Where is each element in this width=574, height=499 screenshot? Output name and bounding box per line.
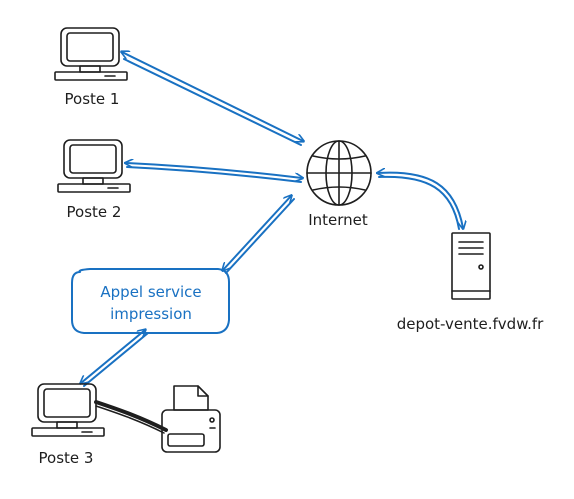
poste1-label: Poste 1 — [65, 90, 120, 108]
printer-icon — [161, 385, 221, 453]
service-label-line2: impression — [110, 305, 192, 323]
arrow-poste1-internet-2 — [123, 58, 302, 146]
arrow-poste2-internet-2 — [126, 166, 302, 183]
computer-icon — [31, 383, 105, 437]
arrow-service-internet — [223, 196, 291, 270]
arrow-service-internet-2 — [225, 198, 295, 274]
service-label-line1: Appel service — [100, 283, 201, 301]
arrow-poste3-service-2 — [83, 332, 149, 387]
printer-cable — [94, 400, 168, 432]
poste2-node: Poste 2 — [57, 139, 131, 221]
poste1-node: Poste 1 — [54, 27, 128, 108]
arrow-poste2-internet — [126, 163, 302, 178]
server-label: depot-vente.fvdw.fr — [397, 315, 544, 333]
arrow-internet-server — [378, 173, 463, 228]
service-box-border — [71, 268, 230, 334]
arrow-internet-server-2 — [378, 175, 460, 230]
computer-icon — [54, 27, 128, 81]
arrow-poste3-service — [81, 330, 145, 383]
poste2-label: Poste 2 — [67, 203, 122, 221]
printer-cable-2 — [95, 405, 165, 434]
arrow-poste1-internet — [122, 52, 303, 141]
internet-node: Internet — [306, 140, 372, 229]
poste3-node: Poste 3 — [31, 383, 105, 467]
computer-icon — [57, 139, 131, 193]
globe-icon — [306, 140, 372, 206]
server-node: depot-vente.fvdw.fr — [397, 232, 544, 333]
internet-label: Internet — [308, 211, 368, 229]
connections — [81, 52, 463, 387]
server-icon — [451, 232, 491, 300]
service-box: Appel service impression — [71, 268, 230, 334]
poste3-label: Poste 3 — [39, 449, 94, 467]
